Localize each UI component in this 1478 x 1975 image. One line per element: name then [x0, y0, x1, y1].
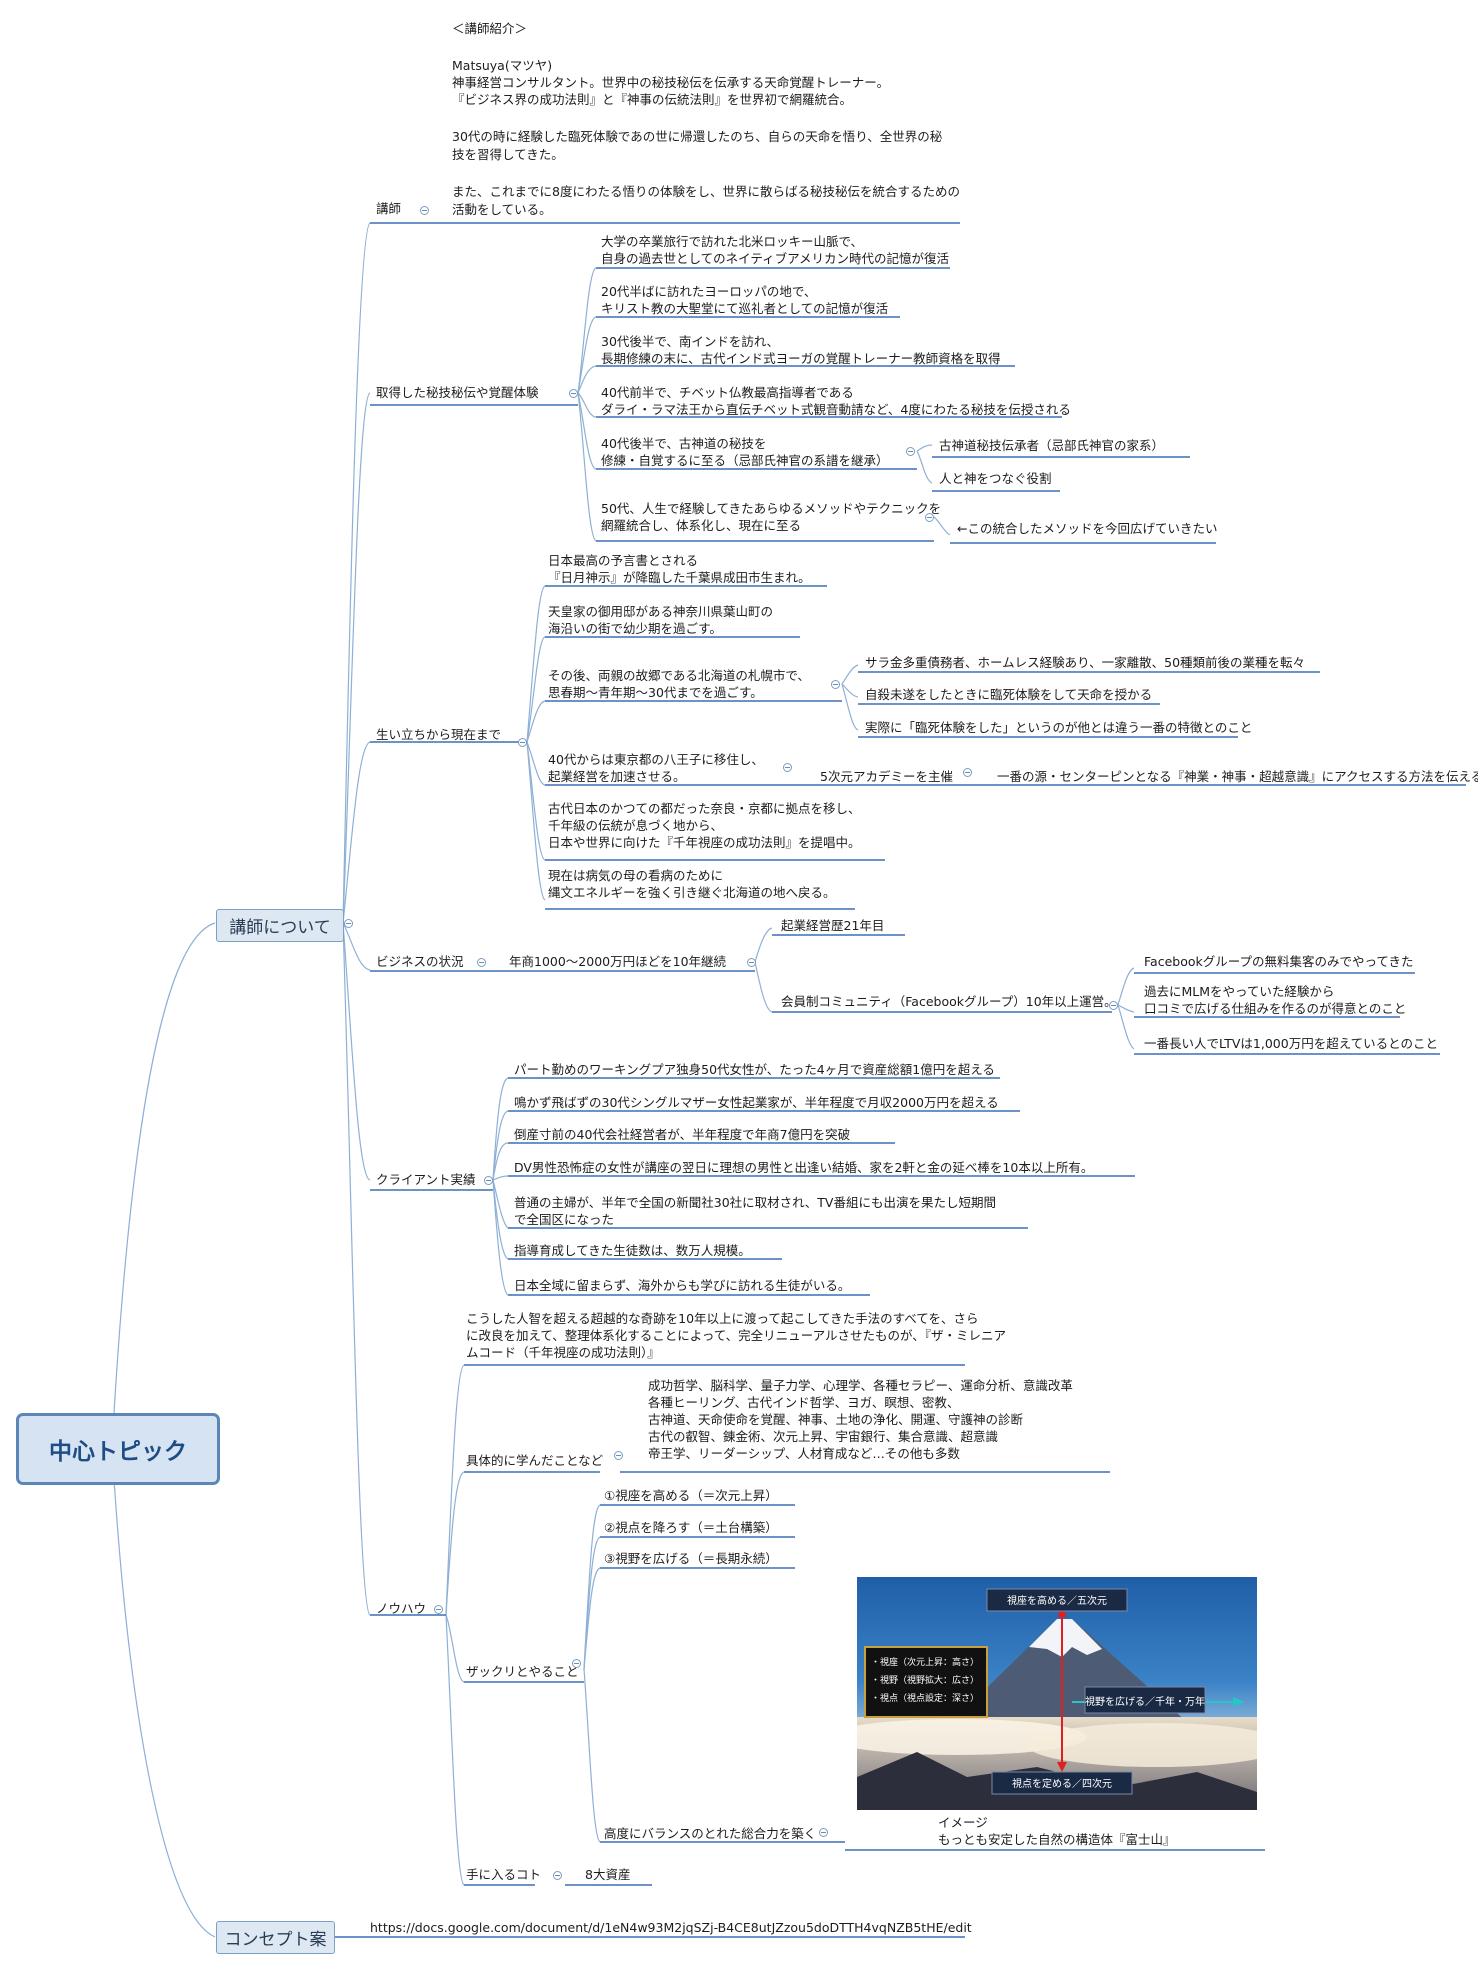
- intro-name: Matsuya(マツヤ): [452, 58, 553, 73]
- rough-item[interactable]: ②視点を降ろす（＝土台構築）: [604, 1520, 778, 1535]
- intro-line: 30代の時に経験した臨死体験であの世に帰還したのち、自らの天命を悟り、全世界の秘: [452, 129, 943, 144]
- topic-life[interactable]: 生い立ちから現在まで: [376, 727, 502, 742]
- client-result[interactable]: 普通の主婦が、半年で全国の新聞社30社に取材され、TV番組にも出演を果たし短期間…: [514, 1195, 996, 1227]
- client-result[interactable]: 鳴かず飛ばずの30代シングルマザー女性起業家が、半年程度で月収2000万円を超え…: [514, 1095, 999, 1110]
- image-label-right: 視野を広げる／千年・万年: [1085, 1697, 1205, 1708]
- life-item[interactable]: 古代日本のかつての都だった奈良・京都に拠点を移し、 千年級の伝統が息づく地から、…: [548, 801, 861, 850]
- collapse-toggle[interactable]: [477, 958, 486, 967]
- topic-business[interactable]: ビジネスの状況: [376, 954, 464, 969]
- collapse-toggle[interactable]: [747, 958, 756, 967]
- intro-line: また、これまでに8度にわたる悟りの体験をし、世界に散らばる秘技秘伝を統合するため…: [452, 184, 960, 199]
- image-legend-3: ・視点（視点設定：深さ）: [871, 1694, 980, 1704]
- topic-secrets[interactable]: 取得した秘技秘伝や覚醒体験: [376, 385, 539, 400]
- collapse-toggle[interactable]: [484, 1176, 493, 1185]
- intro-heading: ＜講師紹介＞: [452, 21, 528, 36]
- life-subitem[interactable]: 5次元アカデミーを主催: [820, 769, 953, 784]
- topic-lecturer[interactable]: 講師: [376, 201, 402, 216]
- life-subitem[interactable]: 自殺未遂をしたときに臨死体験をして天命を授かる: [865, 687, 1153, 702]
- business-detail[interactable]: 一番長い人でLTVは1,000万円を超えているとのこと: [1144, 1036, 1438, 1051]
- rough-item[interactable]: 高度にバランスのとれた総合力を築く: [604, 1826, 817, 1841]
- image-legend-1: ・視座（次元上昇：高さ）: [871, 1658, 980, 1668]
- life-subitem[interactable]: サラ金多重債務者、ホームレス経験あり、一家離散、50種類前後の業種を転々: [865, 655, 1306, 670]
- life-item[interactable]: 日本最高の予言書とされる 『日月神示』が降臨した千葉県成田市生まれ。: [548, 553, 811, 585]
- secret-subitem[interactable]: 人と神をつなぐ役割: [939, 471, 1052, 486]
- collapse-toggle[interactable]: [434, 1605, 443, 1614]
- image-label-top: 視座を高める／五次元: [1007, 1596, 1107, 1607]
- client-result[interactable]: 指導育成してきた生徒数は、数万人規模。: [514, 1243, 751, 1258]
- central-topic[interactable]: 中心トピック: [16, 1413, 220, 1485]
- life-subitem[interactable]: 一番の源・センターピンとなる『神業・神事・超越意識』にアクセスする方法を伝える: [997, 769, 1478, 784]
- collapse-toggle[interactable]: [344, 919, 353, 928]
- collapse-toggle[interactable]: [963, 768, 972, 777]
- business-detail[interactable]: Facebookグループの無料集客のみでやってきた: [1144, 954, 1414, 969]
- business-detail[interactable]: 過去にMLMをやっていた経験から 口コミで広げる仕組みを作るのが得意とのこと: [1144, 984, 1407, 1016]
- intro-line: 『ビジネス界の成功法則』と『神事の伝統法則』を世界初で網羅統合。: [452, 92, 853, 107]
- collapse-toggle[interactable]: [831, 680, 840, 689]
- collapse-toggle[interactable]: [518, 738, 527, 747]
- client-result[interactable]: 倒産寸前の40代会社経営者が、半年程度で年商7億円を突破: [514, 1127, 851, 1142]
- life-subitem[interactable]: 実際に「臨死体験をした」というのが他とは違う一番の特徴とのこと: [865, 720, 1253, 735]
- gain-item[interactable]: 8大資産: [585, 1867, 631, 1882]
- topic-knowhow[interactable]: ノウハウ: [376, 1601, 427, 1616]
- intro-line: 活動をしている。: [452, 202, 552, 217]
- collapse-toggle[interactable]: [906, 447, 915, 456]
- secret-item[interactable]: 50代、人生で経験してきたあらゆるメソッドやテクニックを 網羅統合し、体系化し、…: [601, 501, 942, 533]
- collapse-toggle[interactable]: [572, 1659, 581, 1668]
- life-item[interactable]: 天皇家の御用邸がある神奈川県葉山町の 海沿いの街で幼少期を過ごす。: [548, 604, 774, 636]
- mount-fuji-image: 視座を高める／五次元 視野を広げる／千年・万年 視点を定める／四次元 ・視座（次…: [857, 1577, 1257, 1810]
- image-legend-2: ・視野（視野拡大：広さ）: [871, 1676, 980, 1686]
- secret-item[interactable]: 40代後半で、古神道の秘技を 修練・自覚するに至る（忌部氏神官の系譜を継承）: [601, 436, 889, 468]
- collapse-toggle[interactable]: [420, 206, 429, 215]
- business-subitem[interactable]: 会員制コミュニティ（Facebookグループ）10年以上運営。: [781, 994, 1117, 1009]
- business-subitem[interactable]: 起業経営歴21年目: [781, 918, 885, 933]
- client-result[interactable]: DV男性恐怖症の女性が講座の翌日に理想の男性と出逢い結婚、家を2軒と金の延べ棒を…: [514, 1160, 1094, 1175]
- collapse-toggle[interactable]: [569, 389, 578, 398]
- collapse-toggle[interactable]: [614, 1451, 623, 1460]
- life-item[interactable]: 現在は病気の母の看病のために 縄文エネルギーを強く引き継ぐ北海道の地へ戻る。: [548, 868, 836, 900]
- secret-item[interactable]: 20代半ばに訪れたヨーロッパの地で、 キリスト教の大聖堂にて巡礼者としての記憶が…: [601, 284, 889, 316]
- secret-subitem[interactable]: 古神道秘技伝承者（忌部氏神官の家系）: [939, 438, 1165, 453]
- secret-item[interactable]: 30代後半で、南インドを訪れ、 長期修練の末に、古代インド式ヨーガの覚醒トレーナ…: [601, 334, 1001, 366]
- client-result[interactable]: 日本全域に留まらず、海外からも学びに訪れる生徒がいる。: [514, 1278, 851, 1293]
- image-caption: イメージ もっとも安定した自然の構造体『富士山』: [938, 1815, 1176, 1847]
- collapse-toggle[interactable]: [925, 513, 934, 522]
- secret-item[interactable]: 40代前半で、チベット仏教最高指導者である ダライ・ラマ法王から直伝チベット式観…: [601, 385, 1071, 417]
- rough-item[interactable]: ③視野を広げる（＝長期永続）: [604, 1551, 778, 1566]
- rough-item[interactable]: ①視座を高める（＝次元上昇）: [604, 1488, 778, 1503]
- intro-line: 神事経営コンサルタント。世界中の秘技秘伝を伝承する天命覚醒トレーナー。: [452, 75, 890, 90]
- collapse-toggle[interactable]: [819, 1828, 828, 1837]
- life-item[interactable]: その後、両親の故郷である北海道の札幌市で、 思春期～青年期～30代までを過ごす。: [548, 668, 810, 700]
- life-item[interactable]: 40代からは東京都の八王子に移住し、 起業経営を加速させる。: [548, 752, 764, 784]
- branch-instructor-about[interactable]: 講師について: [216, 909, 344, 942]
- knowhow-learned-list: 成功哲学、脳科学、量子力学、心理学、各種セラピー、運命分析、意識改革 各種ヒーリ…: [648, 1378, 1073, 1461]
- collapse-toggle[interactable]: [783, 763, 792, 772]
- image-label-bottom: 視点を定める／四次元: [1012, 1779, 1112, 1790]
- knowhow-gain[interactable]: 手に入るコト: [466, 1867, 542, 1882]
- topic-clients[interactable]: クライアント実績: [376, 1172, 476, 1187]
- concept-link[interactable]: https://docs.google.com/document/d/1eN4w…: [370, 1920, 972, 1935]
- knowhow-intro: こうした人智を超える超越的な奇跡を10年以上に渡って起こしてきた手法のすべてを、…: [466, 1311, 1007, 1360]
- knowhow-rough[interactable]: ザックリとやること: [466, 1664, 579, 1679]
- secret-subitem[interactable]: ←この統合したメソッドを今回広げていきたい: [957, 521, 1218, 536]
- knowhow-learned[interactable]: 具体的に学んだことなど: [466, 1453, 604, 1468]
- collapse-toggle[interactable]: [1109, 1001, 1118, 1010]
- secret-item[interactable]: 大学の卒業旅行で訪れた北米ロッキー山脈で、 自身の過去世としてのネイティブアメリ…: [601, 234, 950, 266]
- business-item[interactable]: 年商1000～2000万円ほどを10年継続: [509, 954, 727, 969]
- branch-concept[interactable]: コンセプト案: [216, 1921, 335, 1954]
- intro-line: 技を習得してきた。: [452, 147, 564, 162]
- collapse-toggle[interactable]: [553, 1871, 562, 1880]
- client-result[interactable]: パート勤めのワーキングプア独身50代女性が、たった4ヶ月で資産総額1億円を超える: [514, 1062, 995, 1077]
